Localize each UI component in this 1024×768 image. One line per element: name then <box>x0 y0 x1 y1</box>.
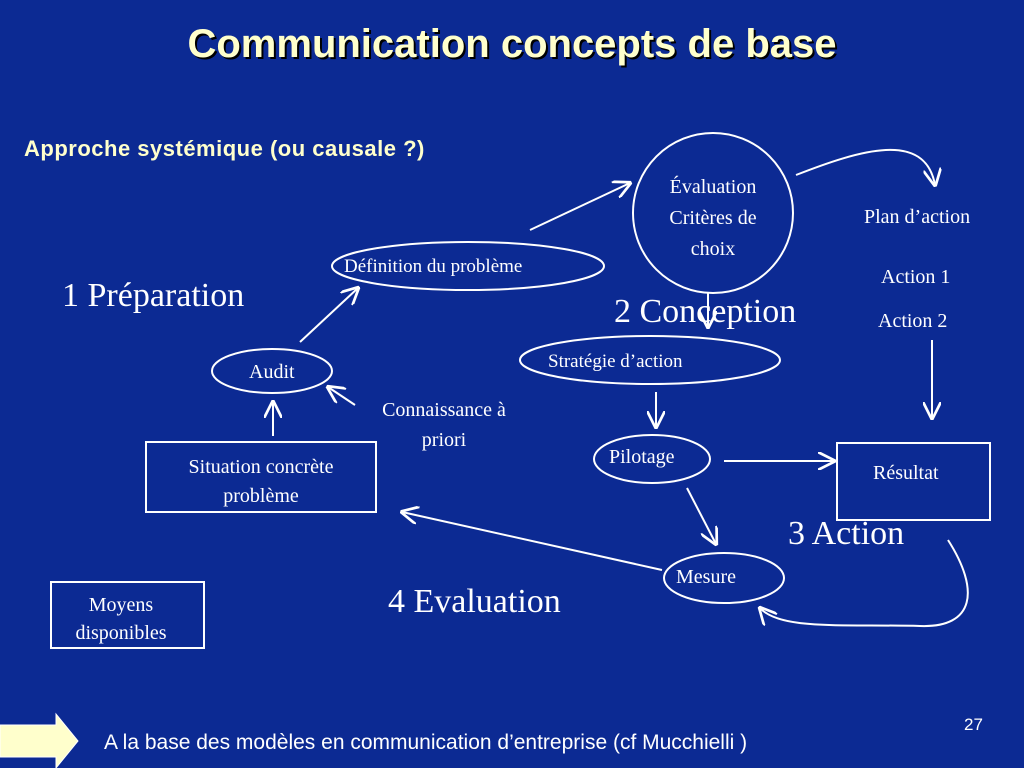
footer-text: A la base des modèles en communication d… <box>104 731 748 754</box>
arrow-mesure-to-situation <box>402 512 663 571</box>
strategie-label: Stratégie d’action <box>548 351 683 372</box>
mesure-ellipse <box>663 552 785 604</box>
plan-action-label: Plan d’action <box>864 206 971 228</box>
evaluation-label-1: Évaluation <box>669 176 757 198</box>
stage-action: 3 Action <box>788 515 905 552</box>
moyens-node: Moyens disponibles <box>51 591 191 647</box>
definition-label: Définition du problème <box>344 256 523 277</box>
evaluation-label-2: Critères de <box>669 207 757 229</box>
strategie-ellipse <box>519 335 781 385</box>
stage-conception: 2 Conception <box>614 293 797 330</box>
definition-ellipse <box>331 241 605 291</box>
moyens-box <box>50 581 205 649</box>
slide-subtitle: Approche systémique (ou causale ?) <box>24 136 425 161</box>
stage-preparation: 1 Préparation <box>62 277 245 314</box>
action2-label: Action 2 <box>878 310 948 332</box>
arrow-pilotage-to-mesure <box>686 487 716 544</box>
pilotage-label: Pilotage <box>609 446 675 468</box>
arrow-audit-to-definition <box>299 288 358 343</box>
resultat-label: Résultat <box>873 462 939 484</box>
arrow-definition-to-evaluation <box>529 183 630 231</box>
evaluation-label-3: choix <box>690 238 736 260</box>
audit-ellipse <box>211 348 333 394</box>
stage-evaluation: 4 Evaluation <box>388 583 561 620</box>
action1-label: Action 1 <box>881 266 951 288</box>
situation-box <box>145 441 377 513</box>
moyens-label-1: Moyens <box>88 594 154 616</box>
evaluation-circle <box>632 132 794 294</box>
connaissance-label-2: priori <box>421 429 467 451</box>
footer-arrow-icon <box>0 712 79 768</box>
evaluation-node: Évaluation Critères de choix <box>633 172 793 265</box>
connaissance-label-1: Connaissance à <box>382 399 506 421</box>
situation-label-2: problème <box>223 485 299 507</box>
situation-label-1: Situation concrète <box>188 456 334 478</box>
pilotage-ellipse <box>593 434 711 484</box>
resultat-box <box>836 442 991 521</box>
mesure-label: Mesure <box>676 566 736 588</box>
page-number: 27 <box>964 715 983 734</box>
arrow-resultat-to-mesure <box>760 539 969 628</box>
arrow-evaluation-to-plan <box>795 149 935 185</box>
moyens-label-2: disponibles <box>75 622 167 644</box>
audit-label: Audit <box>249 361 295 383</box>
slide-title: Communication concepts de base <box>187 22 837 66</box>
situation-node: Situation concrète problème <box>146 453 376 511</box>
arrow-connaissance-to-audit <box>328 387 356 406</box>
connaissance-node: Connaissance à priori <box>356 395 532 455</box>
